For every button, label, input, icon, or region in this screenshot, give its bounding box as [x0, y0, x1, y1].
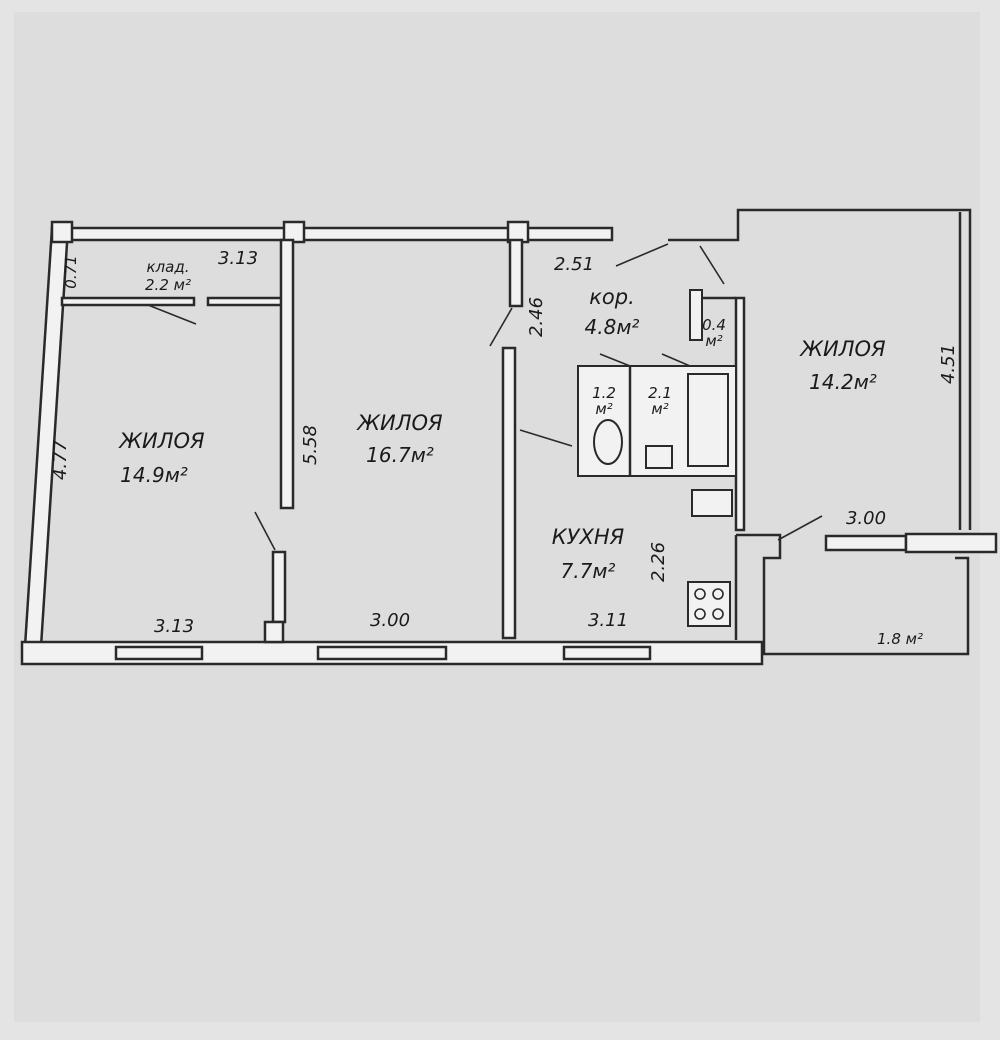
kitchen-area: 7.7м²	[561, 559, 616, 583]
storage-name: клад.	[147, 258, 190, 276]
storage-door	[147, 304, 197, 325]
dim-storage-width: 3.13	[218, 248, 258, 269]
dim-corridor-door: 2.46	[526, 297, 547, 337]
kitchen-name: КУХНЯ	[552, 525, 625, 549]
burner-4	[712, 608, 724, 620]
corridor-area: 4.8м²	[585, 315, 640, 339]
dimension-labels: 3.13 0.71 4.77 3.13 5.58 3.00 2.46 2.51 …	[50, 248, 959, 637]
closet-area: 0.4	[702, 316, 726, 334]
right-room-name: ЖИЛОЯ	[798, 337, 886, 361]
wc-area: 1.2	[592, 384, 616, 402]
dim-middle-height: 5.58	[300, 425, 321, 465]
balcony-area: 1.8 м²	[877, 630, 923, 648]
room-labels: ЖИЛОЯ 14.9м² ЖИЛОЯ 16.7м² ЖИЛОЯ 14.2м² к…	[117, 258, 923, 648]
toilet	[593, 419, 623, 465]
right-wall-top	[668, 208, 972, 530]
paper-sheet	[14, 12, 980, 1022]
bath-area: 2.1	[648, 384, 672, 402]
right-room-door	[777, 515, 823, 541]
wall-corridor-right	[734, 296, 746, 532]
wc-door	[599, 353, 631, 367]
bathtub	[687, 373, 729, 467]
column-1	[50, 220, 74, 244]
middle-room-name: ЖИЛОЯ	[355, 411, 443, 435]
wc-unit: м²	[595, 400, 612, 418]
middle-room-door	[489, 307, 513, 347]
wall-left-middle	[279, 238, 295, 510]
window-1	[114, 645, 204, 661]
storage-partition-right	[206, 296, 290, 307]
dim-kitchen-width: 3.11	[588, 610, 628, 631]
burner-1	[694, 588, 706, 600]
storage-area: 2.2 м²	[145, 276, 191, 294]
wall-middle-upper	[508, 238, 524, 308]
walls	[20, 208, 998, 666]
balcony-rail-1	[824, 534, 908, 552]
window-2	[316, 645, 448, 661]
bath-door	[661, 353, 691, 367]
burner-2	[712, 588, 724, 600]
balcony-rail-2	[904, 532, 998, 554]
bath-unit: м²	[651, 400, 668, 418]
middle-room-area: 16.7м²	[366, 443, 434, 467]
wall-left-middle-lower	[271, 550, 287, 624]
left-room-door	[254, 511, 276, 551]
washbasin	[645, 445, 673, 469]
closet-unit: м²	[705, 332, 722, 350]
storage-partition-left	[60, 296, 196, 307]
window-3	[562, 645, 652, 661]
corridor-leader	[615, 243, 669, 267]
right-room-area: 14.2м²	[809, 370, 877, 394]
doors	[147, 243, 823, 551]
left-room-name: ЖИЛОЯ	[117, 429, 205, 453]
dim-right-width: 3.00	[846, 508, 886, 529]
wall-middle-kitchen	[501, 346, 517, 640]
dim-storage-depth: 0.71	[62, 255, 80, 288]
burner-3	[694, 608, 706, 620]
closet-wall	[689, 289, 703, 341]
dim-right-height: 4.51	[938, 344, 959, 384]
dim-corridor-width: 2.51	[554, 254, 594, 275]
left-room-area: 14.9м²	[120, 463, 188, 487]
stove	[687, 581, 731, 627]
dim-left-width: 3.13	[154, 616, 194, 637]
dim-middle-width: 3.00	[370, 610, 410, 631]
kitchen-door	[519, 429, 573, 447]
dim-kitchen-height: 2.26	[648, 542, 669, 582]
kitchen-sink	[691, 489, 733, 517]
corridor-name: кор.	[589, 285, 635, 309]
column-bottom	[263, 620, 285, 644]
entrance-door	[699, 245, 725, 285]
dim-left-height: 4.77	[50, 439, 71, 480]
